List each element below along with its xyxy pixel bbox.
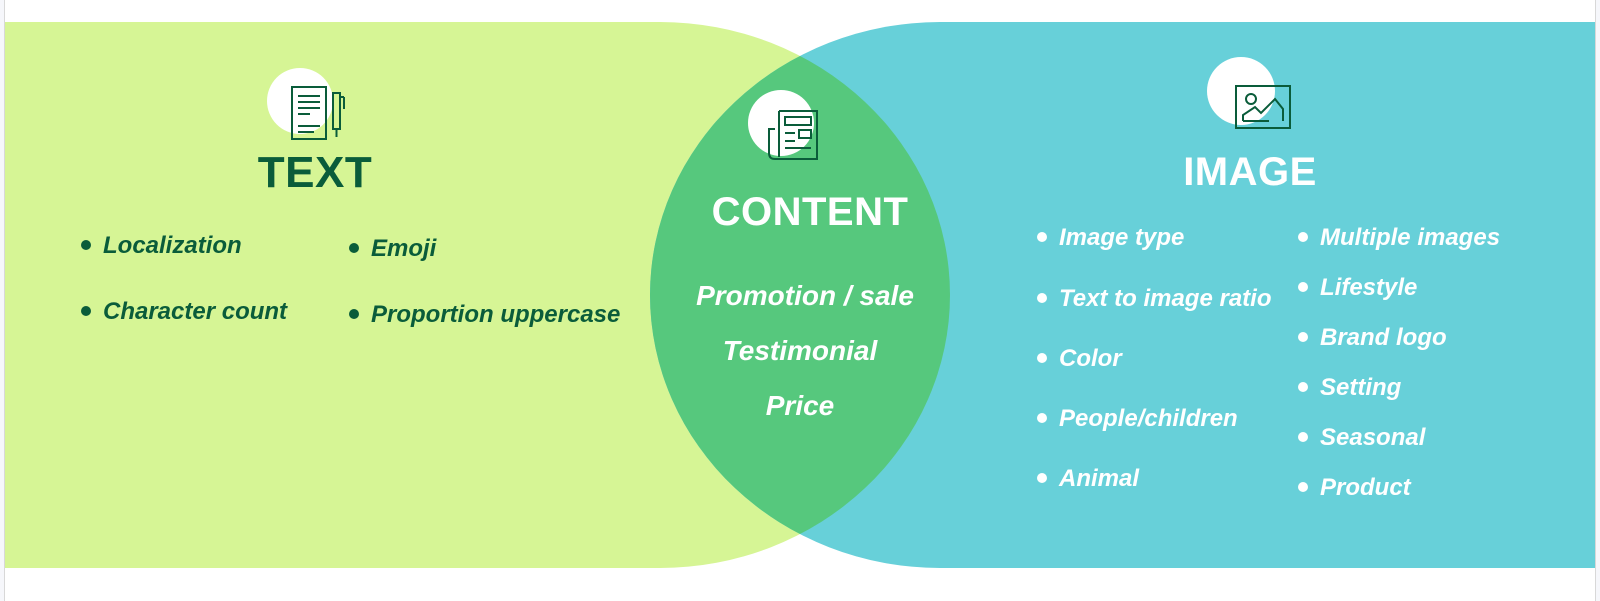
- list-item: Testimonial: [722, 335, 878, 366]
- venn-diagram: TEXT Localization Emoji Character count …: [5, 22, 1595, 568]
- bullet-icon: [1298, 481, 1308, 492]
- frame-right-border: [1595, 0, 1600, 601]
- list-item: Color: [1037, 345, 1122, 373]
- bullet-icon: [349, 308, 359, 319]
- list-item: Animal: [1037, 465, 1139, 493]
- newspaper-icon: [768, 110, 818, 160]
- bullet-icon: [1298, 231, 1308, 242]
- list-item: Product: [1298, 474, 1411, 502]
- list-item: Multiple images: [1298, 224, 1500, 252]
- bullet-icon: [81, 239, 91, 250]
- bullet-icon: [1037, 352, 1047, 363]
- list-item: People/children: [1037, 405, 1238, 433]
- icon-circle: [1207, 57, 1275, 125]
- content-title: CONTENT: [711, 190, 909, 234]
- frame-left-border: [0, 0, 5, 601]
- list-item: Text to image ratio: [1037, 285, 1271, 313]
- list-item: Proportion uppercase: [349, 301, 620, 329]
- list-item: Character count: [81, 298, 287, 326]
- bullet-icon: [1298, 281, 1308, 292]
- document-pen-icon: [291, 86, 345, 140]
- bullet-icon: [81, 305, 91, 316]
- bullet-icon: [1037, 412, 1047, 423]
- text-icon-group: [265, 67, 365, 167]
- bullet-icon: [1298, 381, 1308, 392]
- list-item: Brand logo: [1298, 324, 1447, 352]
- content-icon-group: [745, 87, 835, 177]
- icon-circle: [748, 90, 814, 156]
- list-item: Emoji: [349, 235, 436, 263]
- list-item: Localization: [81, 232, 242, 260]
- bullet-icon: [1298, 431, 1308, 442]
- image-title: IMAGE: [1183, 150, 1317, 194]
- picture-frame-icon: [1235, 85, 1291, 129]
- image-icon-group: [1205, 52, 1305, 152]
- list-item: Seasonal: [1298, 424, 1425, 452]
- bullet-icon: [349, 242, 359, 253]
- list-item: Image type: [1037, 224, 1184, 252]
- list-item: Setting: [1298, 374, 1401, 402]
- bullet-icon: [1037, 292, 1047, 303]
- bullet-icon: [1037, 231, 1047, 242]
- bullet-icon: [1037, 472, 1047, 483]
- list-item: Price: [765, 390, 835, 421]
- list-item: Lifestyle: [1298, 274, 1417, 302]
- bullet-icon: [1298, 331, 1308, 342]
- list-item: Promotion / sale: [696, 280, 914, 311]
- text-title: TEXT: [257, 148, 373, 197]
